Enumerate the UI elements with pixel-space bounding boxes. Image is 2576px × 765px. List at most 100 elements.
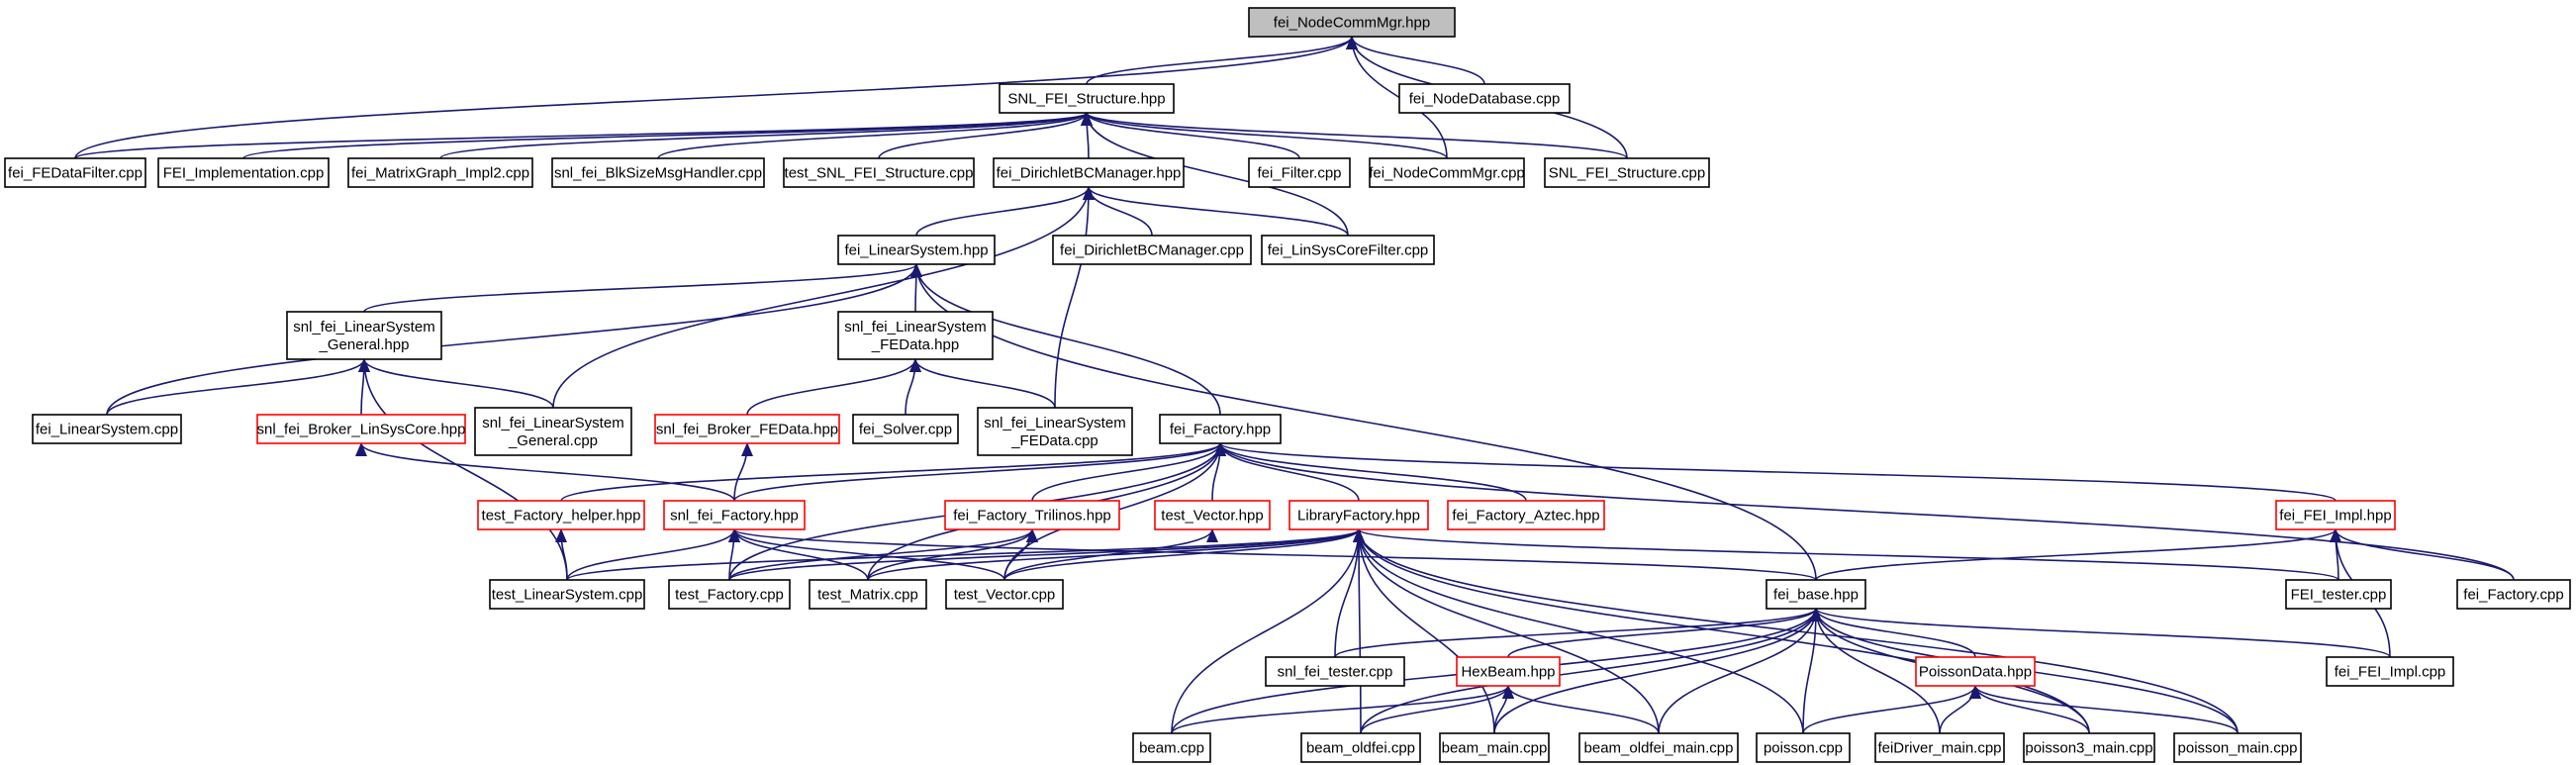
dependency-edge bbox=[728, 528, 1005, 581]
node-label: poisson_main.cpp bbox=[2178, 740, 2298, 757]
graph-node-feidriver-main-cpp[interactable]: feiDriver_main.cpp bbox=[1874, 732, 2005, 763]
graph-node-blksizemsghandler-cpp[interactable]: snl_fei_BlkSizeMsgHandler.cpp bbox=[551, 157, 765, 188]
node-label: fei_DirichletBCManager.hpp bbox=[997, 165, 1182, 182]
dependency-edge bbox=[1658, 608, 1822, 734]
node-box bbox=[551, 157, 765, 188]
graph-node-linearsystem-cpp[interactable]: fei_LinearSystem.cpp bbox=[32, 414, 182, 444]
graph-node-dirichletbcmanager-hpp[interactable]: fei_DirichletBCManager.hpp bbox=[993, 157, 1185, 188]
graph-node-nodecommmgr-cpp[interactable]: fei_NodeCommMgr.cpp bbox=[1369, 157, 1525, 188]
node-box bbox=[286, 311, 442, 360]
node-label: fei_Factory.hpp bbox=[1170, 422, 1271, 438]
graph-node-libraryfactory-hpp[interactable]: LibraryFactory.hpp bbox=[1288, 500, 1429, 530]
graph-node-factory-aztec-hpp[interactable]: fei_Factory_Aztec.hpp bbox=[1447, 500, 1605, 530]
node-label: snl_fei_Broker_FEData.hpp bbox=[656, 422, 838, 438]
graph-node-beam-main-cpp[interactable]: beam_main.cpp bbox=[1439, 732, 1550, 763]
graph-node-test-factory-cpp[interactable]: test_Factory.cpp bbox=[668, 579, 791, 610]
graph-node-beam-oldfei-cpp[interactable]: beam_oldfei.cpp bbox=[1300, 732, 1421, 763]
graph-node-test-snl-structure-cpp[interactable]: test_SNL_FEI_Structure.cpp bbox=[783, 157, 975, 188]
graph-node-snl-structure-hpp[interactable]: SNL_FEI_Structure.hpp bbox=[999, 83, 1175, 114]
graph-node-linsyscorefilter-cpp[interactable]: fei_LinSysCoreFilter.cpp bbox=[1261, 235, 1435, 265]
graph-node-hexbeam-hpp[interactable]: HexBeam.hpp bbox=[1456, 656, 1561, 687]
dependency-edge bbox=[915, 186, 1095, 237]
dependency-edge bbox=[910, 263, 1221, 416]
graph-node-fei-factory-cpp[interactable]: fei_Factory.cpp bbox=[2456, 579, 2571, 610]
dependency-edge bbox=[1003, 528, 1365, 581]
dependency-edge bbox=[106, 263, 922, 416]
node-box bbox=[1369, 157, 1525, 188]
graph-node-snl-ls-fedata-cpp[interactable]: snl_fei_LinearSystem_FEData.cpp bbox=[977, 407, 1133, 456]
graph-node-nodedatabase-cpp[interactable]: fei_NodeDatabase.cpp bbox=[1398, 83, 1571, 114]
graph-node-filter-cpp[interactable]: fei_Filter.cpp bbox=[1248, 157, 1351, 188]
node-label: fei_Factory.cpp bbox=[2463, 587, 2563, 604]
node-label: fei_MatrixGraph_Impl2.cpp bbox=[351, 165, 529, 182]
graph-node-root: fei_NodeCommMgr.hpp bbox=[1248, 7, 1456, 38]
dependency-edge bbox=[363, 263, 922, 313]
graph-node-beam-oldfei-main-cpp[interactable]: beam_oldfei_main.cpp bbox=[1578, 732, 1739, 763]
dependency-edge bbox=[1081, 112, 1448, 159]
graph-node-test-vector-cpp[interactable]: test_Vector.cpp bbox=[945, 579, 1064, 610]
graph-node-dirichletbcmanager-cpp[interactable]: fei_DirichletBCManager.cpp bbox=[1052, 235, 1252, 265]
node-label: test_SNL_FEI_Structure.cpp bbox=[785, 165, 974, 182]
node-label: snl_fei_LinearSystem bbox=[293, 319, 434, 335]
graph-node-poisson-cpp[interactable]: poisson.cpp bbox=[1756, 732, 1851, 763]
node-box bbox=[1248, 157, 1351, 188]
node-box bbox=[477, 500, 645, 530]
graph-node-test-matrix-cpp[interactable]: test_Matrix.cpp bbox=[809, 579, 927, 610]
graph-node-fei-impl-hpp[interactable]: fei_FEI_Impl.hpp bbox=[2275, 500, 2396, 530]
node-label: snl_fei_LinearSystem bbox=[482, 415, 623, 431]
node-box bbox=[1248, 7, 1456, 38]
graph-node-poisson3-main-cpp[interactable]: poisson3_main.cpp bbox=[2023, 732, 2155, 763]
graph-node-solver-cpp[interactable]: fei_Solver.cpp bbox=[852, 414, 959, 444]
graph-node-test-linearsystem-cpp[interactable]: test_LinearSystem.cpp bbox=[489, 579, 645, 610]
graph-node-factory-trilinos-hpp[interactable]: fei_Factory_Trilinos.hpp bbox=[944, 500, 1120, 530]
edge-layer bbox=[74, 36, 2515, 734]
graph-node-poisson-main-cpp[interactable]: poisson_main.cpp bbox=[2173, 732, 2302, 763]
dependency-edge bbox=[1353, 528, 2339, 581]
node-box bbox=[837, 311, 994, 360]
graph-node-snl-factory-hpp[interactable]: snl_fei_Factory.hpp bbox=[663, 500, 806, 530]
graph-node-fei-fei-impl-cpp[interactable]: fei_FEI_Impl.cpp bbox=[2326, 656, 2454, 687]
graph-node-fedatafilter-cpp[interactable]: fei_FEDataFilter.cpp bbox=[4, 157, 146, 188]
graph-node-broker-fedata-hpp[interactable]: snl_fei_Broker_FEData.hpp bbox=[654, 414, 840, 444]
node-box bbox=[1300, 732, 1421, 763]
node-layer: fei_NodeCommMgr.hppSNL_FEI_Structure.hpp… bbox=[4, 7, 2571, 763]
node-box bbox=[1288, 500, 1429, 530]
dependency-edge bbox=[560, 442, 1226, 502]
dependency-edge bbox=[1353, 528, 1366, 734]
graph-node-snl-ls-general-hpp[interactable]: snl_fei_LinearSystem_General.hpp bbox=[286, 311, 442, 360]
dependency-edge bbox=[1003, 528, 1038, 581]
graph-node-poissondata-hpp[interactable]: PoissonData.hpp bbox=[1915, 656, 2036, 687]
node-label: beam_oldfei.cpp bbox=[1306, 740, 1415, 757]
node-box bbox=[977, 407, 1133, 456]
node-label: poisson3_main.cpp bbox=[2025, 740, 2152, 757]
graph-node-broker-linsyscore-hpp[interactable]: snl_fei_Broker_LinSysCore.hpp bbox=[256, 414, 466, 444]
graph-node-fei-base-hpp[interactable]: fei_base.hpp bbox=[1765, 579, 1866, 610]
dependency-edge bbox=[566, 528, 740, 581]
node-label: snl_fei_Broker_LinSysCore.hpp bbox=[257, 422, 466, 438]
node-label: feiDriver_main.cpp bbox=[1877, 740, 2001, 757]
dependency-edge bbox=[1353, 528, 1495, 734]
dependency-edge bbox=[1802, 608, 1822, 734]
graph-node-fei-tester-cpp[interactable]: FEI_tester.cpp bbox=[2285, 579, 2392, 610]
graph-node-matrixgraph-impl2-cpp[interactable]: fei_MatrixGraph_Impl2.cpp bbox=[347, 157, 533, 188]
graph-node-factory-hpp[interactable]: fei_Factory.hpp bbox=[1159, 414, 1282, 444]
graph-node-beam-cpp[interactable]: beam.cpp bbox=[1132, 732, 1211, 763]
graph-node-snl-structure-cpp[interactable]: SNL_FEI_Structure.cpp bbox=[1544, 157, 1710, 188]
graph-node-implementation-cpp[interactable]: FEI_Implementation.cpp bbox=[157, 157, 330, 188]
graph-node-test-factory-helper-hpp[interactable]: test_Factory_helper.hpp bbox=[477, 500, 645, 530]
node-box bbox=[668, 579, 791, 610]
graph-node-snl-ls-fedata-hpp[interactable]: snl_fei_LinearSystem_FEData.hpp bbox=[837, 311, 994, 360]
graph-node-snl-ls-general-cpp[interactable]: snl_fei_LinearSystem_General.cpp bbox=[474, 407, 632, 456]
node-box bbox=[256, 414, 466, 444]
node-label: fei_LinSysCoreFilter.cpp bbox=[1268, 242, 1429, 259]
dependency-edge bbox=[1360, 608, 1822, 734]
dependency-edge bbox=[1810, 608, 1941, 734]
graph-node-linearsystem-hpp[interactable]: fei_LinearSystem.hpp bbox=[837, 235, 996, 265]
graph-node-snl-fei-tester-cpp[interactable]: snl_fei_tester.cpp bbox=[1265, 656, 1405, 687]
dependency-edge bbox=[1214, 442, 2337, 502]
node-label: fei_FEI_Impl.hpp bbox=[2279, 508, 2391, 525]
node-box bbox=[654, 414, 840, 444]
graph-node-test-vector-hpp[interactable]: test_Vector.hpp bbox=[1154, 500, 1271, 530]
node-box bbox=[1261, 235, 1435, 265]
